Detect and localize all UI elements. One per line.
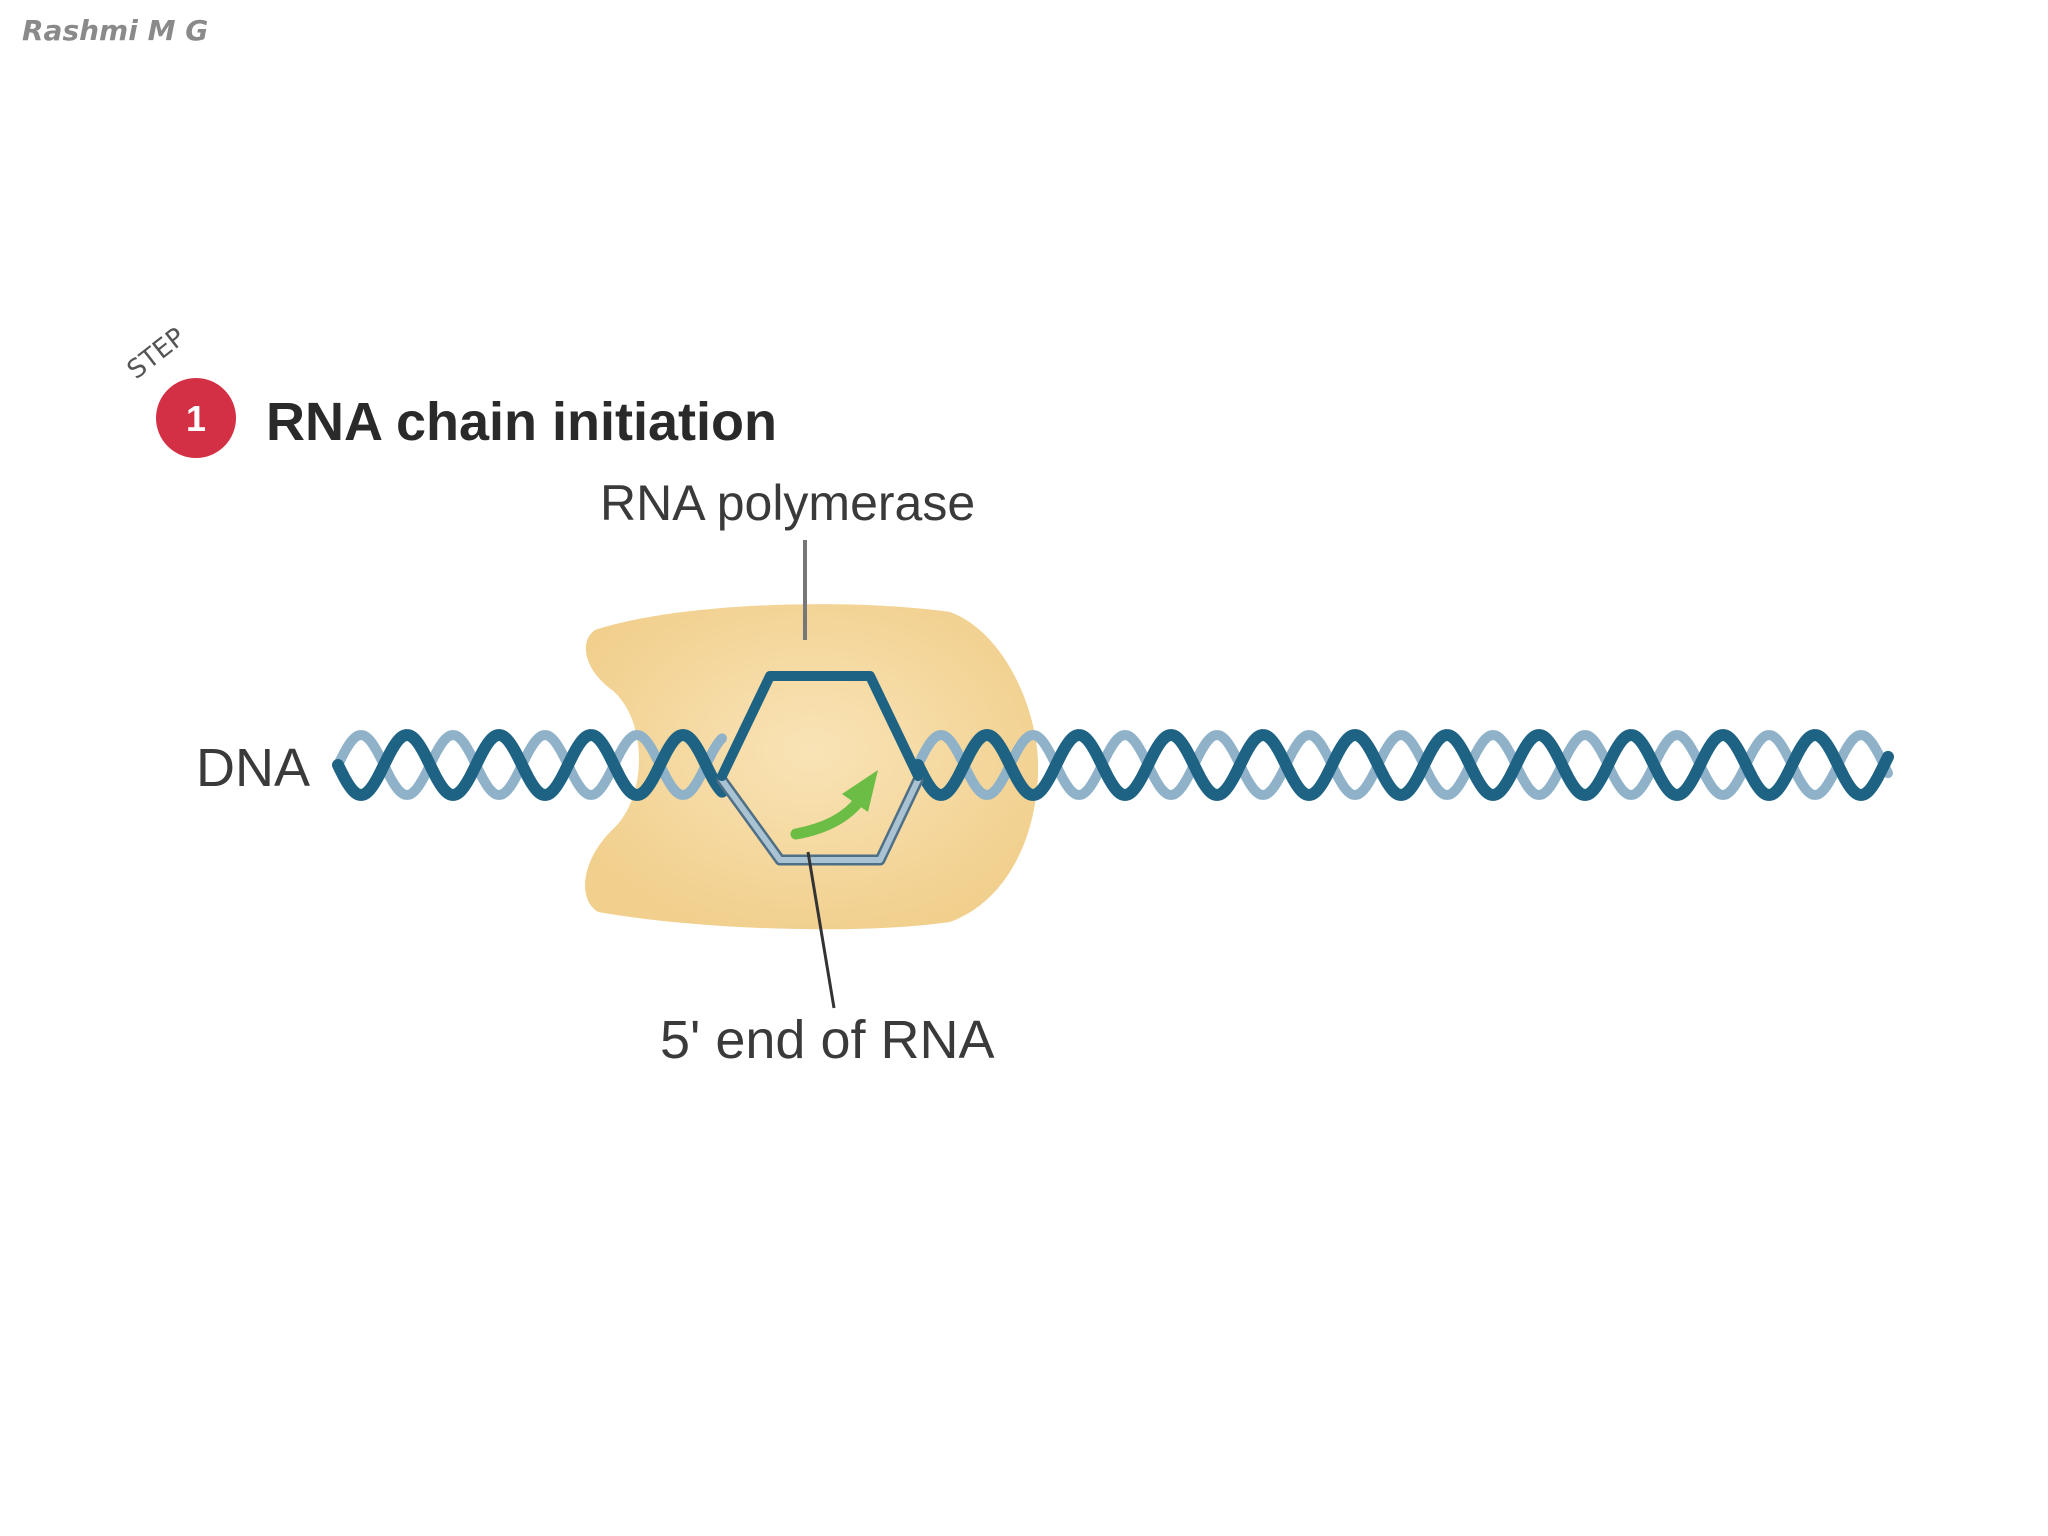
author-name: Rashmi M G bbox=[22, 14, 209, 47]
dna-helix-right bbox=[912, 729, 1894, 801]
dna-strand-dark bbox=[912, 729, 1894, 801]
rna-polymerase-shape bbox=[585, 604, 1039, 930]
rna-end-leader-line bbox=[806, 851, 836, 1009]
transcription-bubble bbox=[716, 671, 924, 866]
step-title: RNA chain initiation bbox=[266, 392, 777, 452]
step-badge: 1 bbox=[156, 378, 236, 458]
rna-arrow bbox=[790, 770, 878, 840]
step-word: STEP bbox=[122, 322, 191, 385]
dna-label: DNA bbox=[196, 738, 310, 798]
svg-text:STEP: STEP bbox=[122, 322, 191, 385]
rna-end-label: 5' end of RNA bbox=[660, 1010, 995, 1070]
step-number: 1 bbox=[186, 398, 206, 439]
polymerase-label: RNA polymerase bbox=[600, 475, 975, 531]
dna-strand-dark bbox=[332, 729, 728, 801]
dna-strand-light bbox=[913, 730, 1893, 800]
dna-helix-left bbox=[332, 729, 728, 801]
